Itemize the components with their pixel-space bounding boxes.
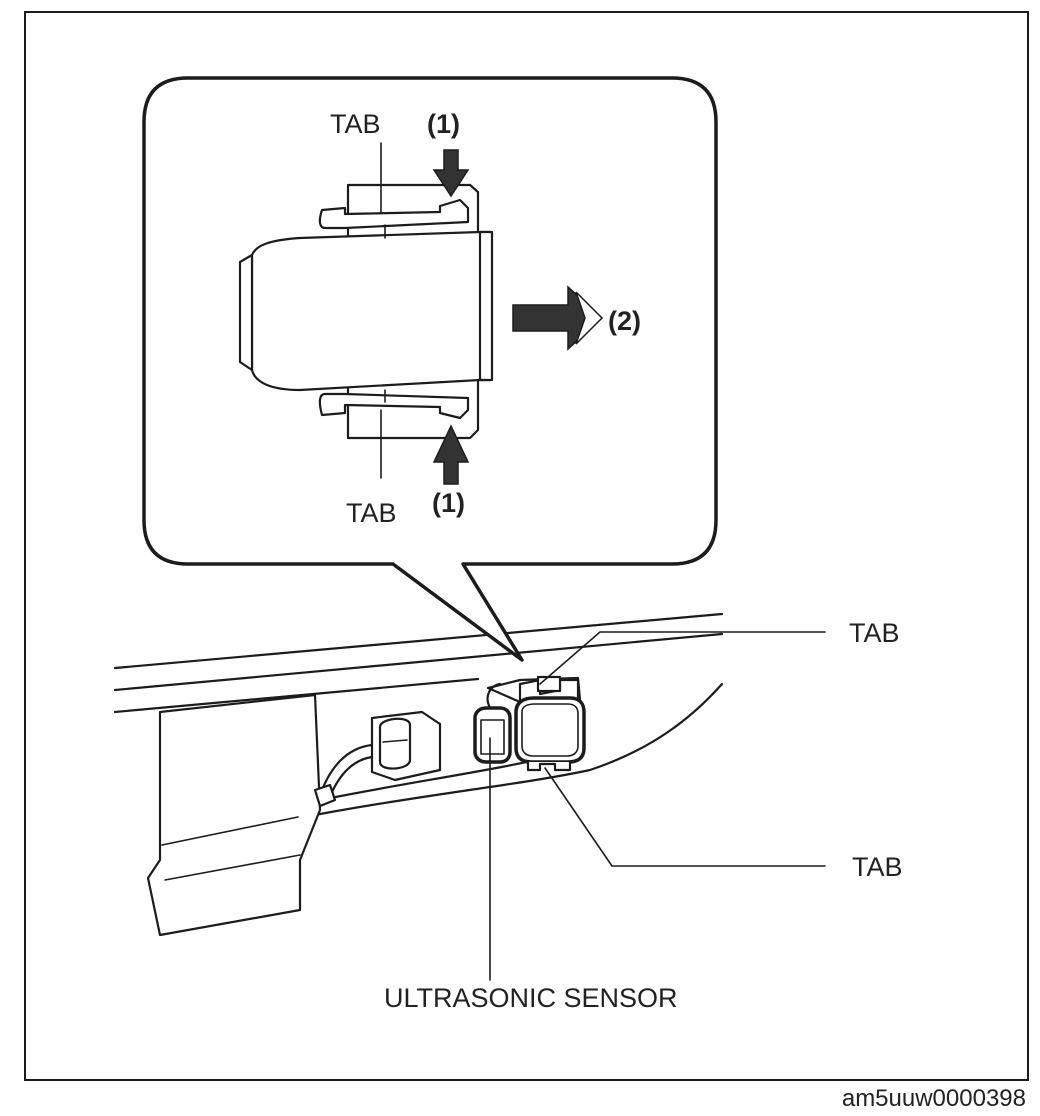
sensor-body-side-inner bbox=[480, 719, 505, 755]
pull-arrow-highlight bbox=[575, 291, 604, 345]
label-ultrasonic-sensor: ULTRASONIC SENSOR bbox=[384, 983, 678, 1013]
sensor-tab-bottom bbox=[526, 760, 572, 772]
sensor-cable-hook bbox=[486, 682, 502, 710]
harness-clip bbox=[313, 783, 337, 808]
harness-connector bbox=[313, 710, 442, 808]
sensor-detail bbox=[238, 183, 494, 440]
detail-tab-bottom bbox=[318, 392, 470, 420]
harness-wire-inner bbox=[330, 755, 374, 794]
label-tab-right-upper: TAB bbox=[849, 618, 900, 648]
detail-rear-flange bbox=[478, 230, 494, 382]
sensor-face-inner bbox=[521, 703, 579, 757]
magnified-callout bbox=[142, 76, 718, 662]
connector-lock bbox=[378, 717, 412, 770]
sensor-tab-top bbox=[536, 675, 562, 693]
connector-lock-slot bbox=[382, 739, 408, 743]
sensor-face-housing bbox=[514, 696, 586, 764]
bumper-edge-middle bbox=[113, 632, 724, 692]
label-tab-right-lower: TAB bbox=[852, 852, 903, 882]
label-pull-direction: (2) bbox=[608, 306, 641, 336]
figure-id: am5uuw0000398 bbox=[842, 1085, 1026, 1112]
detail-sensor-face bbox=[238, 253, 254, 372]
bracket-panel bbox=[146, 693, 322, 937]
leader-tab-right-lower bbox=[544, 767, 826, 867]
detail-tab-top bbox=[318, 198, 470, 230]
bracket-panel-rib-1 bbox=[161, 816, 299, 846]
harness-wire bbox=[320, 743, 374, 792]
bumper-edge-lower bbox=[113, 677, 480, 714]
leader-tab-right-upper bbox=[539, 631, 826, 685]
press-arrow-top bbox=[432, 149, 470, 198]
label-press-bottom: (1) bbox=[432, 488, 465, 518]
sensor-body-side bbox=[473, 706, 512, 764]
bumper-edge-upper bbox=[113, 612, 724, 670]
bumper-lower-curve bbox=[313, 682, 724, 817]
detail-sensor-body bbox=[250, 230, 492, 392]
bracket-panel-rib-2 bbox=[164, 854, 301, 881]
connector-body bbox=[370, 710, 442, 782]
label-tab-bottom: TAB bbox=[346, 498, 397, 528]
bumper-scene bbox=[113, 612, 826, 981]
label-press-top: (1) bbox=[427, 109, 460, 139]
press-arrow-bottom bbox=[432, 424, 470, 485]
label-tab-top: TAB bbox=[330, 109, 381, 139]
